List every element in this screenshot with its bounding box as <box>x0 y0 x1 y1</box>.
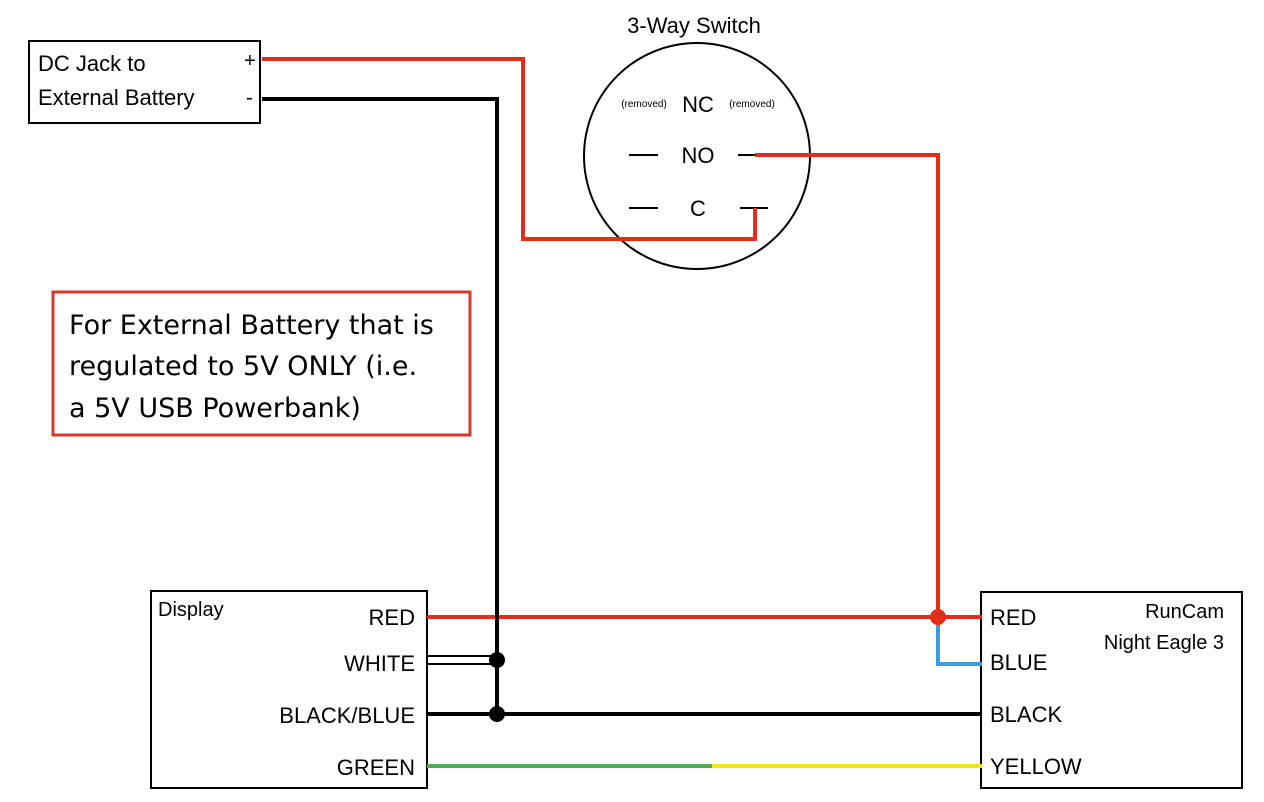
display-pin-red: RED <box>369 605 415 630</box>
note-line1: For External Battery that is <box>69 310 434 341</box>
dc-jack-minus-terminal: - <box>246 87 253 109</box>
wire-black-dc-minus <box>262 97 499 714</box>
wire-red-switch-no-to-runcam <box>755 153 940 617</box>
runcam-title-line1: RunCam <box>1145 601 1224 623</box>
switch-removed-right: (removed) <box>729 99 775 110</box>
switch-terminal-c: C <box>690 196 706 221</box>
note-line3: a 5V USB Powerbank) <box>69 393 361 424</box>
note-box: For External Battery that is regulated t… <box>51 290 472 437</box>
display-pin-green: GREEN <box>337 755 415 780</box>
display-box: Display RED WHITE BLACK/BLUE GREEN <box>150 590 428 789</box>
junctions <box>489 609 946 722</box>
runcam-pin-black: BLACK <box>990 702 1062 727</box>
wires <box>262 57 982 768</box>
dc-jack-label-line2: External Battery <box>38 85 195 110</box>
runcam-pin-blue: BLUE <box>990 650 1047 675</box>
note-line2: regulated to 5V ONLY (i.e. <box>69 351 417 382</box>
runcam-pin-yellow: YELLOW <box>990 754 1082 779</box>
wire-blue-runcam-jumper <box>936 617 982 666</box>
switch-removed-left: (removed) <box>621 99 667 110</box>
wire-red-dc-to-switch-c <box>262 57 757 241</box>
switch-terminal-nc: NC <box>682 92 714 117</box>
runcam-box: RunCam Night Eagle 3 RED BLUE BLACK YELL… <box>980 591 1243 789</box>
display-pin-black-blue: BLACK/BLUE <box>279 703 415 728</box>
display-title: Display <box>158 599 224 621</box>
three-way-switch: 3-Way Switch (removed) NC (removed) NO C <box>583 13 811 270</box>
junction-dot-red <box>930 609 946 625</box>
dc-jack-label-line1: DC Jack to <box>38 51 146 76</box>
runcam-title-line2: Night Eagle 3 <box>1104 632 1224 654</box>
runcam-pin-red: RED <box>990 605 1036 630</box>
dc-jack-plus-terminal: + <box>244 50 256 72</box>
display-pin-white: WHITE <box>344 651 415 676</box>
junction-dot-white <box>489 652 505 668</box>
dc-jack-box: DC Jack to External Battery + - <box>28 40 261 124</box>
switch-terminal-no: NO <box>682 143 715 168</box>
switch-title: 3-Way Switch <box>627 13 761 38</box>
junction-dot-black <box>489 706 505 722</box>
